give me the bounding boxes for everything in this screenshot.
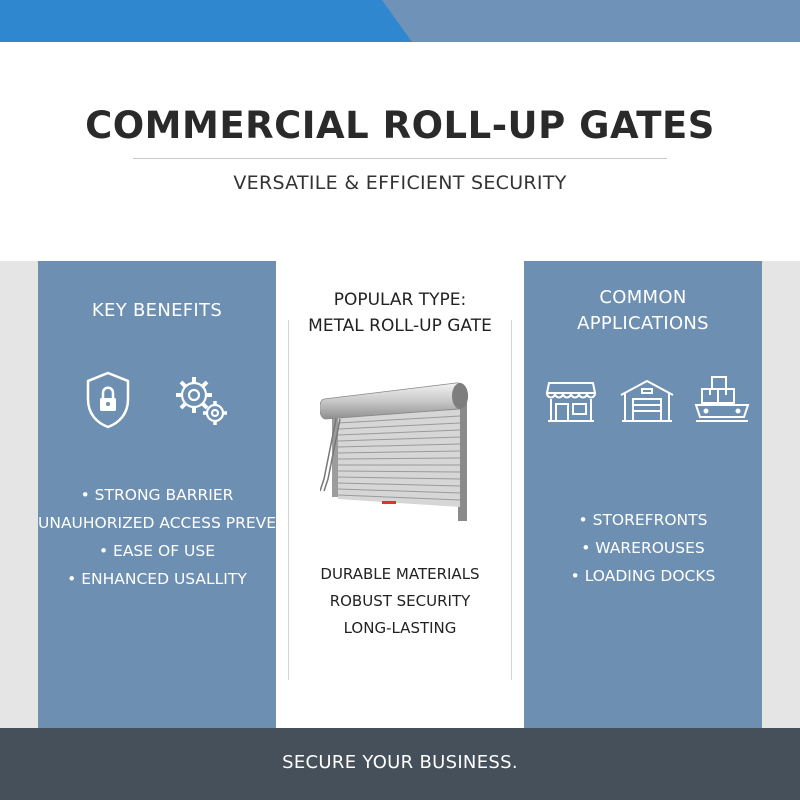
- features-list: DURABLE MATERIALS ROBUST SECURITY LONG-L…: [276, 561, 524, 642]
- popular-type-heading-line1: POPULAR TYPE:: [333, 290, 467, 310]
- divider-line: [511, 320, 512, 680]
- page-subtitle: VERSATILE & EFFICIENT SECURITY: [233, 172, 567, 194]
- applications-heading-line1: COMMON: [599, 287, 687, 308]
- list-item: DURABLE MATERIALS: [320, 565, 480, 583]
- key-benefits-heading: KEY BENEFITS: [91, 300, 223, 321]
- list-item: • ENHANCED USALLITY: [67, 570, 247, 588]
- popular-type-section: POPULAR TYPE: METAL ROLL-UP GATE: [276, 261, 524, 728]
- list-item: • STOREFRONTS: [578, 511, 708, 529]
- footer-banner: SECURE YOUR BUSINESS.: [0, 728, 800, 800]
- shield-lock-icon: [86, 371, 130, 429]
- storefront-icon: [545, 382, 597, 422]
- applications-list: • STOREFRONTS • WAREROUSES • LOADING DOC…: [524, 506, 762, 590]
- list-item: • WAREROUSES: [581, 539, 705, 557]
- page-title: COMMERCIAL ROLL-UP GATES: [85, 104, 715, 147]
- applications-heading-line2: APPLICATIONS: [577, 313, 709, 334]
- key-benefits-panel: KEY BENEFITS • STRONG BARRIER UNAU: [38, 261, 326, 728]
- top-banner-accent: [0, 0, 382, 42]
- list-item: • EASE OF USE: [98, 542, 216, 560]
- list-item: ROBUST SECURITY: [329, 592, 471, 610]
- popular-type-heading: POPULAR TYPE: METAL ROLL-UP GATE: [276, 287, 524, 339]
- list-item: • LOADING DOCKS: [570, 567, 716, 585]
- gears-icon: [176, 377, 227, 425]
- applications-heading: COMMON APPLICATIONS: [524, 285, 762, 337]
- loading-dock-icon: [694, 376, 750, 422]
- top-banner-accent-slant: [382, 0, 412, 42]
- title-divider: [133, 158, 667, 159]
- common-applications-panel: COMMON APPLICATIONS: [524, 261, 762, 728]
- list-item: UNAUHORIZED ACCESS PREVENTION: [38, 514, 326, 532]
- list-item: LONG-LASTING: [343, 619, 457, 637]
- footer-tagline: SECURE YOUR BUSINESS.: [282, 752, 518, 773]
- divider-line: [288, 320, 289, 680]
- metal-roll-up-gate-image: [320, 382, 468, 521]
- popular-type-heading-line2: METAL ROLL-UP GATE: [308, 316, 492, 336]
- warehouse-icon: [620, 379, 674, 422]
- list-item: • STRONG BARRIER: [80, 486, 234, 504]
- benefits-list: • STRONG BARRIER UNAUHORIZED ACCESS PREV…: [38, 481, 326, 593]
